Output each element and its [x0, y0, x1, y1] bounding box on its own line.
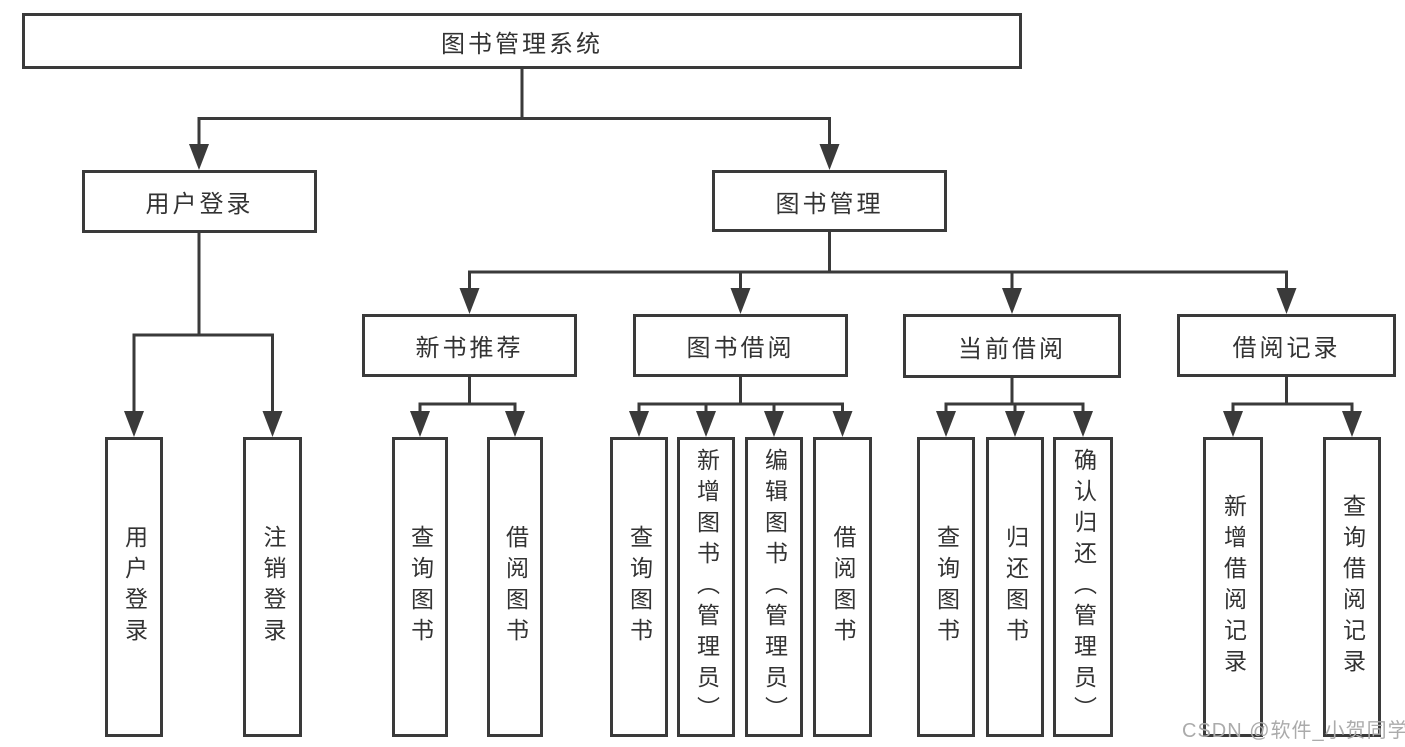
arrow-down-icon	[832, 411, 853, 437]
node-leaf-user-login: 用户登录	[105, 437, 163, 737]
connector-user-login-to-leaves	[124, 233, 283, 437]
arrow-down-icon	[629, 411, 649, 437]
node-current-borrow: 当前借阅	[903, 314, 1121, 378]
watermark: CSDN @软件_小贺同学	[1182, 720, 1405, 742]
node-borrow-records: 借阅记录	[1177, 314, 1396, 377]
arrow-down-icon	[262, 411, 283, 437]
node-leaf-current-query: 查询图书	[917, 437, 975, 737]
connector-new-books-to-leaves	[410, 377, 525, 437]
arrow-down-icon	[505, 411, 525, 437]
node-leaf-logout: 注销登录	[243, 437, 302, 737]
connector-book-borrow-to-leaves	[629, 377, 853, 437]
node-leaf-current-confirm: 确认归还（管理员）	[1053, 437, 1113, 737]
arrow-down-icon	[1223, 411, 1243, 437]
node-leaf-borrow-edit: 编辑图书（管理员）	[745, 437, 803, 737]
node-leaf-records-add: 新增借阅记录	[1203, 437, 1263, 737]
arrow-down-icon	[1276, 288, 1297, 314]
arrow-down-icon	[189, 144, 209, 170]
connector-book-mgmt-to-level3	[459, 231, 1297, 314]
arrow-down-icon	[764, 411, 784, 437]
arrow-down-icon	[1342, 411, 1362, 437]
arrow-down-icon	[730, 288, 751, 314]
node-leaf-borrow-borrow: 借阅图书	[813, 437, 872, 737]
node-leaf-current-return: 归还图书	[986, 437, 1044, 737]
node-book-borrow: 图书借阅	[633, 314, 848, 377]
arrow-down-icon	[936, 411, 956, 437]
connector-borrow-records-to-leaves	[1223, 377, 1362, 437]
node-root: 图书管理系统	[22, 13, 1022, 69]
node-new-books: 新书推荐	[362, 314, 577, 377]
arrow-down-icon	[696, 411, 716, 437]
arrow-down-icon	[410, 411, 430, 437]
arrow-down-icon	[459, 288, 480, 314]
arrow-down-icon	[1002, 288, 1022, 314]
arrow-down-icon	[819, 144, 840, 170]
node-leaf-records-query: 查询借阅记录	[1323, 437, 1381, 737]
node-leaf-borrow-add: 新增图书（管理员）	[677, 437, 735, 737]
node-book-mgmt: 图书管理	[712, 170, 947, 232]
node-leaf-newbooks-query: 查询图书	[392, 437, 448, 737]
arrow-down-icon	[1005, 411, 1025, 437]
node-leaf-newbooks-borrow: 借阅图书	[487, 437, 543, 737]
node-leaf-borrow-query: 查询图书	[610, 437, 668, 737]
connector-root-to-level2	[189, 69, 840, 170]
connector-current-borrow-to-leaves	[936, 378, 1093, 437]
node-user-login: 用户登录	[82, 170, 317, 233]
arrow-down-icon	[1073, 411, 1093, 437]
arrow-down-icon	[124, 411, 144, 437]
